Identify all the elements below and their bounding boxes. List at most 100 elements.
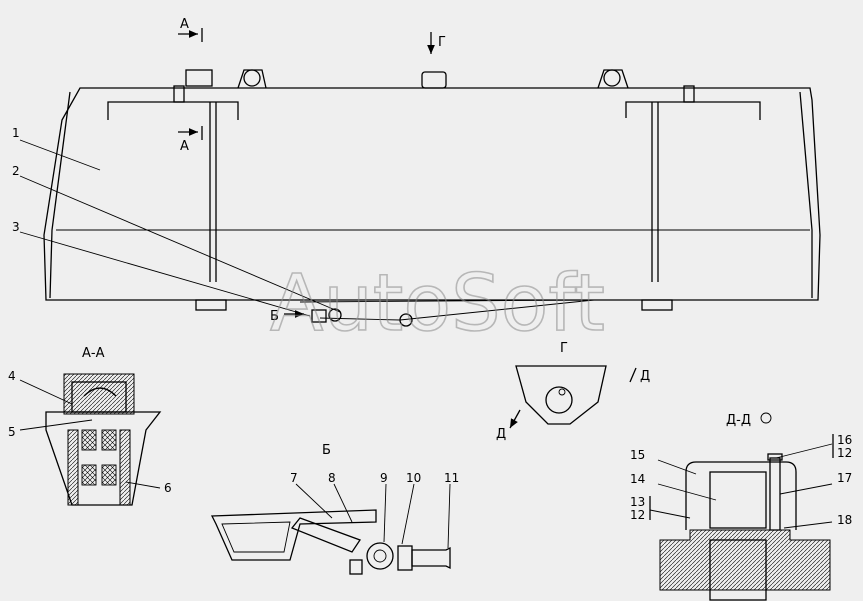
- leader-15: [657, 459, 697, 475]
- leader-10: [401, 483, 415, 545]
- label-a-top: А: [180, 17, 189, 32]
- leader-2: [19, 175, 341, 313]
- leader-6: [125, 481, 161, 489]
- bolt-17: [769, 457, 781, 531]
- filler-housing: [63, 373, 135, 415]
- view-g: [509, 365, 637, 429]
- lifting-eye-left: [243, 69, 261, 87]
- drain-valve-core: [373, 549, 387, 563]
- section-a-a: [45, 373, 162, 506]
- title-view-g: Г: [560, 341, 568, 356]
- leader-3: [19, 231, 311, 317]
- neck-wall-left: [67, 429, 79, 506]
- strainer-mesh-1: [81, 429, 97, 451]
- callout-15: 15: [630, 448, 645, 462]
- drain-clamp: [399, 313, 413, 327]
- callout-9: 9: [380, 471, 388, 485]
- view-g-port: [545, 386, 573, 414]
- callout-18: 18: [837, 513, 852, 527]
- callout-16: 16: [837, 433, 852, 447]
- label-a-mid: А: [180, 139, 189, 154]
- filler-neck: [45, 411, 162, 506]
- title-section-dd: Д-Д: [726, 413, 751, 428]
- drain-valve-body: [366, 542, 394, 570]
- leader-18: [783, 521, 833, 529]
- neck-wall-right: [119, 429, 131, 506]
- sump-inner: [221, 521, 291, 553]
- section-dd-symbol: [760, 412, 772, 424]
- lifting-eye-right-base: [597, 69, 629, 89]
- leader-4: [19, 379, 73, 405]
- leader-13-12: [649, 509, 691, 519]
- arrow-d-right: [629, 367, 637, 383]
- watermark: AutoSoft: [270, 259, 605, 349]
- leader-5: [19, 419, 93, 431]
- drain-tip: [411, 546, 451, 570]
- valve-handle: [349, 559, 363, 575]
- leader-14: [657, 483, 717, 501]
- label-b-arrow: Б: [270, 309, 279, 324]
- callout-13: 13: [630, 495, 645, 509]
- callout-4: 4: [8, 369, 16, 383]
- callout-12-lower: 12: [630, 508, 645, 522]
- inner-block: [709, 471, 767, 529]
- leader-8: [333, 483, 353, 523]
- strap-right-top: [625, 101, 761, 120]
- callout-2: 2: [12, 164, 20, 178]
- leader-7: [295, 483, 333, 519]
- label-g-top: Г: [438, 35, 446, 50]
- section-d-d: [659, 412, 831, 601]
- callout-10: 10: [406, 471, 421, 485]
- leader-9: [383, 483, 387, 543]
- callout-12-upper: 12: [837, 446, 852, 460]
- leader-1: [19, 139, 101, 171]
- view-b-leaders: [295, 483, 451, 549]
- callout-7: 7: [290, 471, 298, 485]
- sump-body: [210, 509, 377, 561]
- arrow-d-left: [509, 409, 521, 429]
- outlet-pipe: [709, 539, 767, 601]
- title-section-aa: А-А: [82, 346, 105, 361]
- strap-left-vertical: [209, 102, 217, 282]
- filler-cap: [185, 69, 213, 87]
- section-dd-leaders: [649, 434, 834, 529]
- base-plate: [659, 529, 831, 591]
- foot-right: [641, 299, 673, 311]
- callout-5: 5: [8, 425, 16, 439]
- title-view-b: Б: [322, 443, 331, 458]
- callout-3: 3: [12, 220, 20, 234]
- main-leaders: [19, 139, 341, 317]
- callout-17: 17: [837, 471, 852, 485]
- strap-clip-right: [683, 85, 695, 103]
- callout-6: 6: [164, 481, 172, 495]
- leader-17: [779, 483, 833, 495]
- drain-valve: [328, 308, 342, 322]
- view-b: [210, 509, 451, 575]
- view-g-mark: [558, 388, 566, 396]
- strap-right-vertical: [651, 102, 659, 282]
- valve-nut: [397, 545, 413, 571]
- tank-right-bevel: [799, 91, 813, 298]
- top-port: [421, 71, 447, 89]
- strap-left-top: [107, 101, 239, 120]
- leader-11: [447, 483, 451, 549]
- tank-outline: [43, 87, 821, 301]
- bolt-head: [767, 453, 783, 461]
- filler-spring: [83, 387, 117, 397]
- leader-16-12: [775, 443, 833, 459]
- view-g-profile: [515, 365, 607, 425]
- tank-left-bevel: [49, 91, 71, 299]
- callout-1: 1: [12, 126, 20, 140]
- strap-clip-left: [173, 85, 185, 103]
- callout-11: 11: [444, 471, 459, 485]
- drain-pipe: [290, 517, 361, 553]
- drain-fitting: [311, 309, 327, 323]
- strainer-mesh-2: [101, 429, 117, 451]
- label-d-right: Д: [640, 369, 650, 384]
- fuel-tank-main-view: [43, 69, 821, 327]
- lifting-eye-left-base: [237, 69, 267, 89]
- lifting-eye-right: [603, 69, 621, 87]
- cover-outline: [685, 461, 797, 530]
- callout-8: 8: [328, 471, 336, 485]
